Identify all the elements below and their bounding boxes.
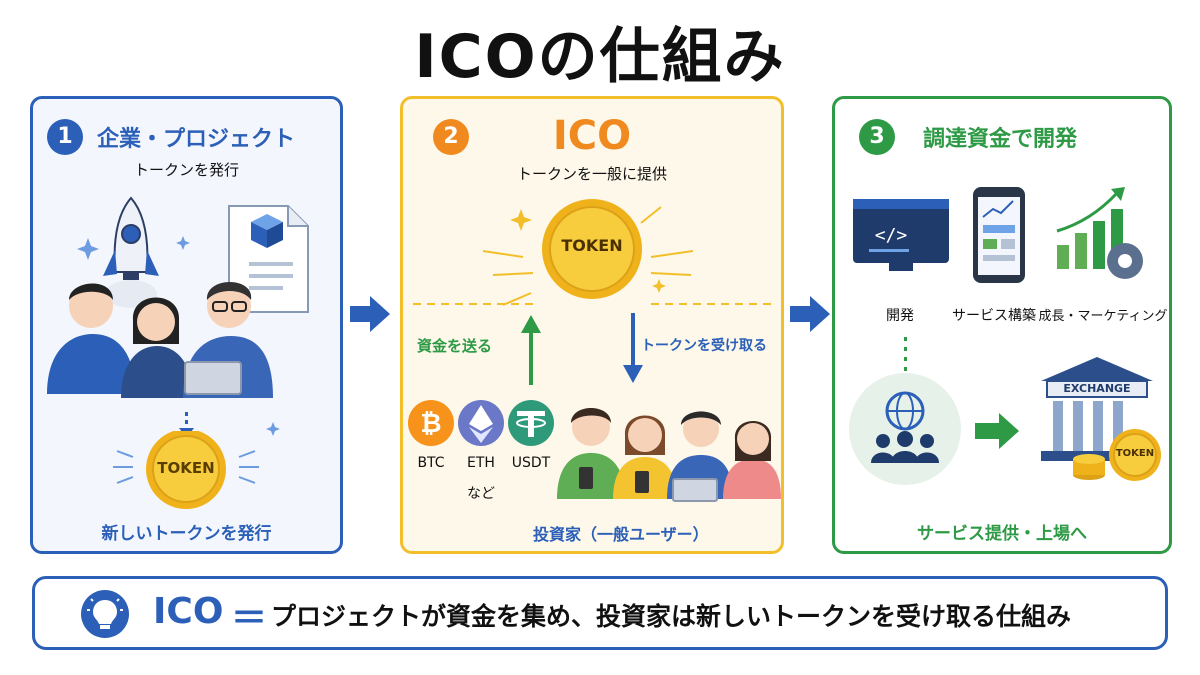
coin-stack-icon	[1073, 429, 1161, 481]
item-development: 開発	[886, 308, 914, 324]
crypto-btc-label: BTC	[417, 455, 445, 471]
page-title: ICOの仕組み	[414, 22, 786, 92]
send-funds-label: 資金を送る	[417, 337, 493, 355]
crypto-eth-label: ETH	[467, 455, 495, 471]
coin-icon	[542, 199, 642, 299]
rocket-icon	[103, 196, 159, 308]
panel2-token-illustration	[413, 199, 775, 385]
exchange-label: EXCHANGE	[1063, 382, 1131, 395]
coin-icon	[146, 431, 226, 509]
smartphone-dashboard-icon	[973, 187, 1025, 283]
sparkle-icon	[652, 279, 666, 293]
down-arrow-icon	[623, 313, 643, 383]
panel2-caption: 投資家（一般ユーザー）	[533, 525, 709, 544]
panel3-exchange-illustration	[849, 337, 1161, 485]
laptop-icon	[672, 478, 718, 502]
item-service-build: サービス構築	[952, 308, 1036, 324]
sparkle-icon	[266, 422, 280, 436]
summary-prefix: ICO	[153, 591, 224, 632]
cube-icon	[251, 214, 283, 248]
step-number-3: 3	[859, 119, 895, 155]
crypto-coins: ₿	[408, 400, 554, 446]
panel-company: 1 企業・プロジェクト トークンを発行	[30, 96, 343, 554]
gear-icon	[1107, 243, 1143, 279]
summary-text: プロジェクトが資金を集め、投資家は新しいトークンを受け取る仕組み	[271, 602, 1072, 631]
ethereum-icon	[458, 400, 504, 446]
token-label: TOKEN	[157, 459, 215, 477]
svg-text:₿: ₿	[420, 409, 441, 439]
panel2-subheading: トークンを一般に提供	[516, 165, 667, 183]
panel1-caption: 新しいトークンを発行	[101, 524, 272, 544]
svg-text:</>: </>	[875, 225, 908, 246]
smartphone-icon	[579, 467, 649, 493]
flow-arrow-icon	[350, 296, 390, 332]
sparkle-icon	[510, 209, 532, 231]
summary-equals: ＝	[231, 598, 268, 639]
panel2-heading: ICO	[552, 113, 632, 159]
item-growth-marketing: 成長・マーケティング	[1038, 309, 1168, 324]
team-icon	[47, 282, 273, 398]
investors-icon	[557, 408, 781, 502]
step-number-1: 1	[47, 119, 83, 155]
green-arrow-icon	[975, 413, 1019, 449]
token-label: TOKEN	[561, 236, 623, 255]
code-monitor-icon: </>	[853, 199, 949, 271]
panel-ico: 2 ICO トークンを一般に提供	[400, 96, 784, 554]
laptop-icon	[184, 361, 242, 395]
growth-chart-icon	[1056, 187, 1125, 269]
panel3-caption: サービス提供・上場へ	[917, 524, 1087, 544]
crypto-usdt-label: USDT	[511, 455, 551, 471]
panel3-heading: 調達資金で開発	[923, 127, 1078, 152]
panel3-icons: </>	[853, 187, 1143, 283]
panel1-heading: 企業・プロジェクト	[97, 127, 296, 152]
up-arrow-icon	[521, 315, 541, 385]
sparkle-icon	[77, 236, 190, 260]
crypto-more-label: など	[467, 486, 495, 502]
bitcoin-icon: ₿	[408, 400, 454, 446]
panel1-subheading: トークンを発行	[133, 161, 239, 179]
token-label: TOKEN	[1115, 448, 1155, 459]
lightbulb-icon	[81, 590, 129, 638]
globe-users-icon	[849, 373, 961, 485]
flow-arrow-icon	[790, 296, 830, 332]
panel1-illustration	[47, 196, 309, 438]
receive-token-label: トークンを受け取る	[641, 338, 767, 354]
summary-box: ICO ＝ プロジェクトが資金を集め、投資家は新しいトークンを受け取る仕組み	[32, 576, 1168, 650]
tether-icon	[508, 400, 554, 446]
coin-rays	[113, 431, 259, 509]
panel-development: 3 調達資金で開発 </>	[832, 96, 1172, 554]
step-number-2: 2	[433, 119, 469, 155]
